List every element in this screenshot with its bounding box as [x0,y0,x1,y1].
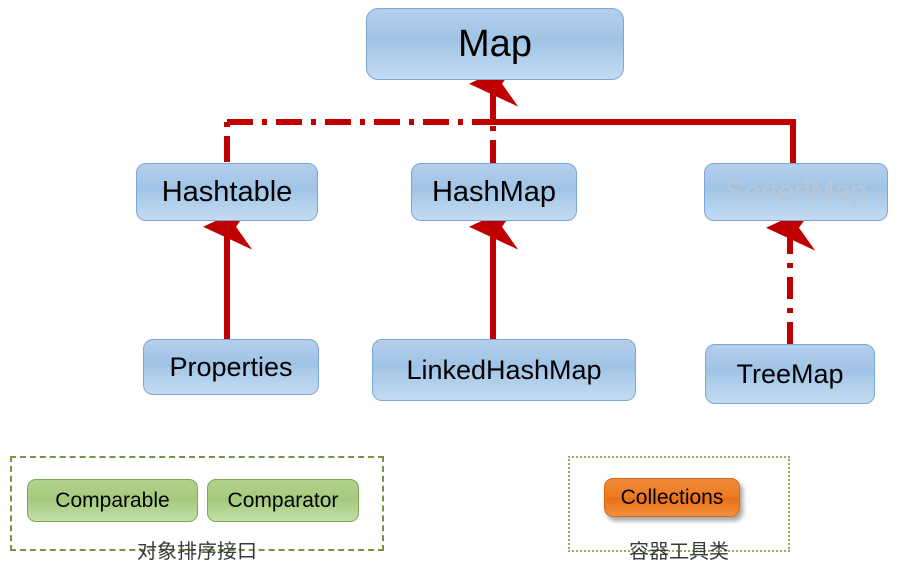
edge-sortedmap-extends-map [493,119,796,163]
node-linkedhashmap-label: LinkedHashMap [406,354,602,385]
chip-collections-label: Collections [620,485,724,509]
legend-utility-caption: 容器工具类 [629,539,729,563]
node-sortedmap-label: SortedMap [725,175,867,208]
node-sortedmap[interactable]: SortedMap [704,163,888,221]
node-linkedhashmap[interactable]: LinkedHashMap [372,339,636,401]
chip-comparator[interactable]: Comparator [207,479,359,522]
chip-comparable-label: Comparable [55,488,170,512]
legend-sorting-frame [10,456,384,551]
node-hashmap-label: HashMap [431,175,557,208]
chip-comparable[interactable]: Comparable [27,479,198,522]
legend-utility-frame [568,456,790,552]
node-properties-label: Properties [169,351,293,382]
legend-sorting-caption: 对象排序接口 [137,539,257,563]
node-map-label: Map [458,23,532,65]
node-map[interactable]: Map [366,8,624,80]
node-treemap[interactable]: TreeMap [705,344,875,404]
chip-collections[interactable]: Collections [604,478,740,517]
chip-comparator-label: Comparator [227,488,339,512]
node-treemap-label: TreeMap [736,358,844,389]
node-hashtable-label: Hashtable [161,175,293,208]
node-hashtable[interactable]: Hashtable [136,163,318,221]
node-properties[interactable]: Properties [143,339,319,395]
node-hashmap[interactable]: HashMap [411,163,577,221]
